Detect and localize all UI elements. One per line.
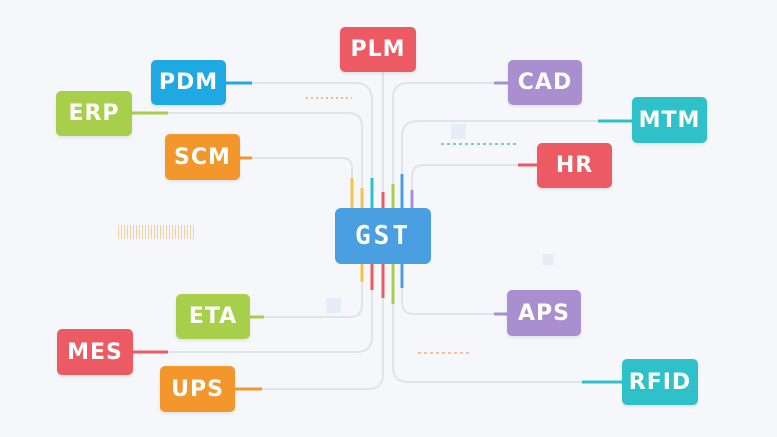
node-rfid[interactable]: RFID: [622, 359, 698, 405]
node-ups[interactable]: UPS: [160, 366, 235, 412]
node-pdm[interactable]: PDM: [151, 60, 226, 105]
decor-squares: [326, 124, 554, 313]
wire-scm: [240, 157, 353, 206]
wire-erp: [168, 112, 363, 206]
wire-hr: [411, 164, 537, 206]
wire-aps: [401, 266, 507, 315]
node-erp[interactable]: ERP: [56, 91, 132, 136]
node-plm[interactable]: PLM: [340, 27, 416, 72]
node-mtm[interactable]: MTM: [632, 97, 707, 143]
hub-pins: [350, 174, 414, 304]
decor-dashes: [118, 97, 516, 354]
wire-mtm: [401, 120, 632, 206]
node-cad[interactable]: CAD: [508, 60, 582, 105]
wire-pdm: [250, 82, 373, 206]
node-eta[interactable]: ETA: [176, 294, 250, 339]
node-aps[interactable]: APS: [507, 290, 581, 336]
node-mes[interactable]: MES: [57, 329, 133, 375]
wire-ups: [262, 266, 384, 390]
hub-gst[interactable]: GST: [335, 208, 431, 264]
wire-eta: [263, 266, 363, 318]
wire-rfid: [392, 266, 622, 383]
node-hr[interactable]: HR: [537, 143, 612, 188]
node-scm[interactable]: SCM: [165, 134, 240, 180]
connector-ends: [132, 81, 632, 391]
wire-cad: [392, 82, 507, 206]
wire-mes: [166, 266, 373, 353]
